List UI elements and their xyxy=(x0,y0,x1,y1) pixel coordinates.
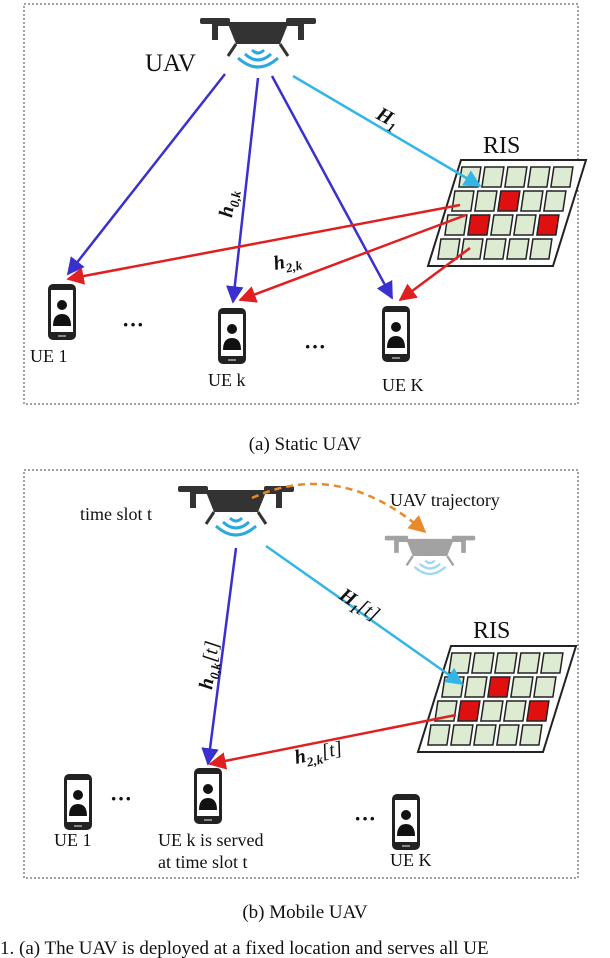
ris-element xyxy=(527,166,551,188)
ris-element xyxy=(529,238,553,260)
link-uav-ue-k xyxy=(201,547,238,766)
panel-b-frame xyxy=(23,469,579,879)
link-label-h0kt: h0,k[t] xyxy=(195,640,227,692)
caption-b: (b) Mobile UAV xyxy=(242,902,368,923)
ris-element xyxy=(480,700,504,722)
link-uav-ris xyxy=(292,74,482,188)
ue-1-label: UE 1 xyxy=(54,830,92,850)
ue-K-phone-icon xyxy=(392,794,420,850)
ris-element xyxy=(520,190,544,212)
ris-element xyxy=(519,724,543,746)
ris-element-active xyxy=(497,190,521,212)
ue-k-label-line2: at time slot t xyxy=(158,852,248,872)
ue-K-label: UE K xyxy=(382,375,424,395)
link-label-H1: H1 xyxy=(370,103,402,136)
figure-caption-fragment: 1. (a) The UAV is deployed at a fixed lo… xyxy=(0,938,489,958)
ris-element xyxy=(540,652,564,674)
ris-element xyxy=(533,676,557,698)
ellipsis: ··· xyxy=(304,334,326,359)
ris-element xyxy=(517,652,541,674)
ris-element-active xyxy=(536,214,560,236)
trajectory-label: UAV trajectory xyxy=(390,490,500,510)
link-uav-ue-k xyxy=(226,77,260,304)
ris-element xyxy=(496,724,520,746)
ue-k-label-line1: UE k is served xyxy=(158,830,263,850)
panel-a-frame xyxy=(23,3,579,405)
ris-element xyxy=(474,190,498,212)
link-ris-ue-k xyxy=(208,713,457,770)
ris-label: RIS xyxy=(473,618,510,644)
ris-element xyxy=(448,652,472,674)
ris-element xyxy=(513,214,537,236)
link-label-h2k: h2,k xyxy=(271,248,303,278)
time-slot-label: time slot t xyxy=(80,504,152,524)
ue-K-phone-icon xyxy=(382,306,410,362)
ris-element-active xyxy=(526,700,550,722)
ris-element-active xyxy=(467,214,491,236)
ris-element xyxy=(506,238,530,260)
ue-k-label: UE k xyxy=(208,370,246,390)
uav-trajectory xyxy=(251,482,427,534)
ue-1-phone-icon xyxy=(48,284,76,340)
ris-panel xyxy=(416,645,578,753)
ris-element xyxy=(471,652,495,674)
ris-element xyxy=(490,214,514,236)
ris-element xyxy=(483,238,507,260)
link-label-H1t: H1[t] xyxy=(333,583,384,628)
ris-element xyxy=(450,724,474,746)
uav-icon xyxy=(198,16,318,69)
ris-label: RIS xyxy=(483,133,520,159)
ris-element xyxy=(464,676,488,698)
link-ris-ue-k xyxy=(238,213,467,303)
ris-element xyxy=(543,190,567,212)
ris-element xyxy=(494,652,518,674)
link-uav-ue-1 xyxy=(66,73,226,276)
uav-label: UAV xyxy=(145,50,196,77)
ris-element xyxy=(550,166,574,188)
ris-element xyxy=(427,724,451,746)
ris-element xyxy=(460,238,484,260)
link-ris-ue-K xyxy=(398,246,471,302)
link-ris-ue-1 xyxy=(66,203,461,285)
ellipsis: ··· xyxy=(122,312,144,337)
ris-element xyxy=(504,166,528,188)
ris-panel xyxy=(426,159,588,267)
link-label-h0k: h0,k xyxy=(215,188,244,219)
ris-element xyxy=(473,724,497,746)
uav-icon xyxy=(176,484,296,537)
caption-a: (a) Static UAV xyxy=(249,434,362,455)
ue-1-phone-icon xyxy=(64,774,92,830)
ue-k-phone-icon xyxy=(194,768,222,824)
link-label-h2kt: h2,k[t] xyxy=(292,737,345,772)
ue-K-label: UE K xyxy=(390,850,432,870)
link-uav-ue-K xyxy=(270,75,394,300)
ellipsis: ··· xyxy=(354,806,376,831)
ue-1-label: UE 1 xyxy=(30,346,68,366)
link-uav-ris xyxy=(265,544,464,686)
ris-element-active xyxy=(487,676,511,698)
ris-element xyxy=(437,238,461,260)
ris-element xyxy=(481,166,505,188)
ris-element-active xyxy=(457,700,481,722)
uav-future-icon xyxy=(383,534,477,576)
ris-element xyxy=(503,700,527,722)
ris-element xyxy=(441,676,465,698)
ue-k-phone-icon xyxy=(218,308,246,364)
ellipsis: ··· xyxy=(110,786,132,811)
ris-element xyxy=(510,676,534,698)
ris-element xyxy=(451,190,475,212)
